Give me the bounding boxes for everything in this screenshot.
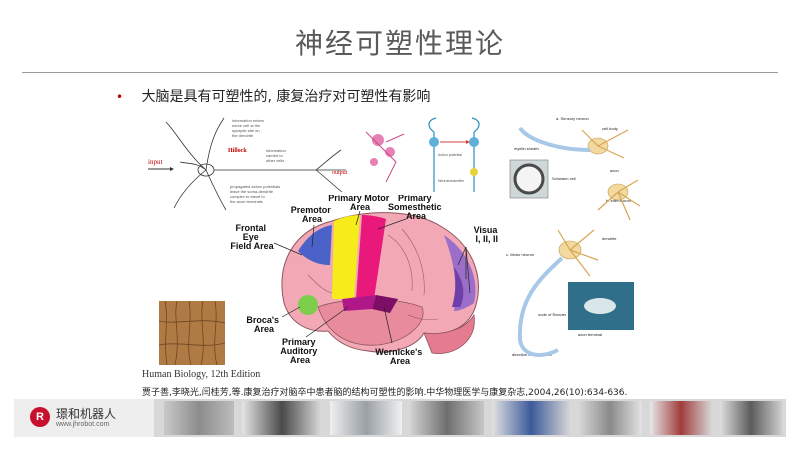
logo-mark: R <box>30 407 50 427</box>
broca-label-2: Area <box>254 324 275 334</box>
bullet-item: • 大脑是具有可塑性的, 康复治疗对可塑性有影响 <box>116 86 430 106</box>
bullet-dot: • <box>116 90 124 104</box>
cerebellum <box>423 313 475 355</box>
robot-photo-7 <box>650 401 712 435</box>
output-label: output <box>332 170 348 176</box>
robot-photo-6 <box>578 401 642 435</box>
primary-motor-label-2: Area <box>350 202 371 212</box>
frontal-eye-label-1: Frontal <box>235 223 266 233</box>
interneuron-label: b. Interneuron <box>606 198 631 203</box>
svg-text:Wernicke's Area: Wernicke's Area <box>375 347 425 366</box>
visual-label-1: Visual <box>474 225 500 235</box>
svg-text:Frontal Eye Field Area: Frontal Eye Field Area <box>230 223 274 251</box>
cell-body-label: cell body <box>602 126 618 131</box>
input-label: input <box>148 158 162 166</box>
svg-text:Visual I, II, III: Visual I, II, III <box>474 225 503 244</box>
wernicke-label-1: Wernicke's <box>375 347 422 357</box>
neuron-diagram: information enters nerve cell at the syn… <box>146 112 358 212</box>
hillock-label: Hillock <box>228 148 247 154</box>
motor-region <box>332 215 360 299</box>
title-divider <box>22 72 778 73</box>
slide-title: 神经可塑性理论 <box>294 27 505 60</box>
axon-terminal-label: axon terminal <box>578 332 602 337</box>
schwann-label: Schwann cell <box>552 176 576 181</box>
premotor-label-2: Area <box>302 214 323 224</box>
svg-text:information enters: information enters <box>232 118 264 123</box>
broca-region <box>298 295 318 315</box>
frontal-eye-label-2: Eye <box>243 232 259 242</box>
robot-photo-5 <box>492 401 570 435</box>
svg-text:leave the soma-dendrite: leave the soma-dendrite <box>230 189 274 194</box>
neuron-cell-diagram: Action potential Neurotransmitter <box>356 112 506 208</box>
robot-photo-8 <box>720 401 782 435</box>
myelin-label: myelin sheath <box>514 146 539 151</box>
svg-text:the dendrite: the dendrite <box>232 133 254 138</box>
somesthetic-label-2: Somesthetic <box>388 202 442 212</box>
svg-text:Primary Somesthetic Ar: Primary Somesthetic Area <box>388 195 444 221</box>
auditory-region <box>342 295 376 311</box>
svg-text:Primary Motor Area: Primary Motor Area <box>328 195 392 212</box>
svg-text:Broca's Area: Broca's Area <box>246 315 281 334</box>
svg-text:Neurotransmitter: Neurotransmitter <box>438 179 465 183</box>
visual-label-2: I, II, III <box>475 234 500 244</box>
frontal-eye-label-3: Field Area <box>230 241 274 251</box>
wernicke-label-2: Area <box>390 356 411 366</box>
svg-text:Primary Auditory Area: Primary Auditory Area <box>280 337 320 365</box>
svg-text:other cells: other cells <box>266 158 284 163</box>
broca-label-1: Broca's <box>246 315 279 325</box>
primary-motor-label-1: Primary Motor <box>328 195 390 203</box>
motor-neuron-label: c. Motor neuron <box>506 252 534 257</box>
robot-photo-3 <box>330 401 402 435</box>
tissue-micrograph <box>159 301 225 365</box>
visual-region-inner <box>452 267 464 307</box>
reference-citation: 贾子善,李晓光,闫桂芳,等.康复治疗对脑卒中患者脑的结构可塑性的影响.中华物理医… <box>142 388 628 398</box>
figure-caption: Human Biology, 12th Edition <box>142 369 261 380</box>
svg-text:Action potential: Action potential <box>438 153 462 157</box>
robot-photo-2 <box>242 401 322 435</box>
wernicke-region <box>372 295 398 313</box>
svg-text:propagated action potentials: propagated action potentials <box>230 184 280 189</box>
sensory-neuron-label: a. Sensory neuron <box>556 116 589 121</box>
bullet-text: 大脑是具有可塑性的, 康复治疗对可塑性有影响 <box>141 89 431 105</box>
company-url: www.jhrobot.com <box>56 421 110 428</box>
motor-neuron-diagram: a. Sensory neuron cell body b. Interneur… <box>498 110 646 372</box>
company-name: 璟和机器人 <box>56 407 117 421</box>
svg-text:synaptic site on: synaptic site on <box>232 128 260 133</box>
somesthetic-label-3: Area <box>406 211 427 221</box>
svg-text:the axon terminals: the axon terminals <box>230 199 263 204</box>
robot-photo-4 <box>410 401 484 435</box>
premotor-region <box>298 225 332 265</box>
visual-region <box>444 235 476 311</box>
auditory-label-1: Primary <box>282 337 316 347</box>
ranvier-label: node of Ranvier <box>538 312 567 317</box>
somesthetic-region <box>356 215 386 299</box>
company-logo: R 璟和机器人 www.jhrobot.com <box>14 399 154 437</box>
axon-label: axon <box>610 168 619 173</box>
dendrite-label: dendrite <box>602 236 617 241</box>
svg-text:information: information <box>266 148 286 153</box>
brain-diagram: Primary Motor Area Premotor Area Primary… <box>230 195 503 366</box>
svg-text:nerve cell at the: nerve cell at the <box>232 123 261 128</box>
auditory-label-3: Area <box>290 355 311 365</box>
auditory-label-2: Auditory <box>280 346 317 356</box>
svg-text:complex to travel to: complex to travel to <box>230 194 265 199</box>
footer-banner: R 璟和机器人 www.jhrobot.com <box>14 399 786 437</box>
somesthetic-label-1: Primary <box>398 195 432 203</box>
svg-text:Premotor Area: Premotor Area <box>291 205 334 224</box>
robot-photo-1 <box>164 401 234 435</box>
svg-text:carried to: carried to <box>266 153 283 158</box>
premotor-label-1: Premotor <box>291 205 332 215</box>
